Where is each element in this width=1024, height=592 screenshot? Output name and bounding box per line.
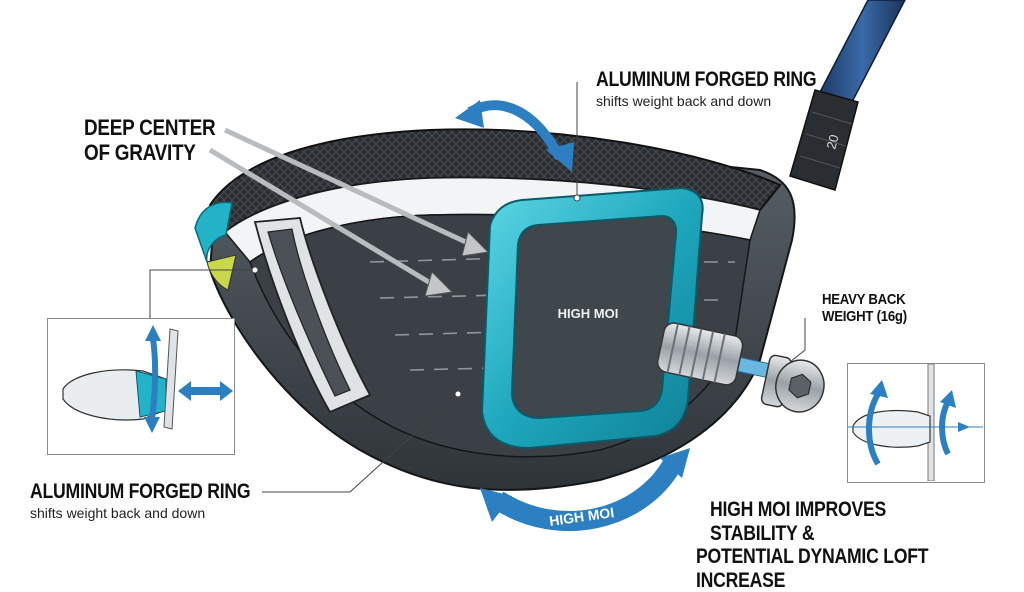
aluminum-forged-ring: HIGH MOI bbox=[480, 186, 704, 450]
deep-cg-line2: OF GRAVITY bbox=[84, 139, 196, 165]
hosel-marking: 20 bbox=[823, 133, 841, 151]
deep-cg-line1: DEEP CENTER bbox=[84, 115, 216, 140]
left-inset-panel bbox=[47, 318, 235, 455]
ring-bottom-sub: shifts weight back and down bbox=[30, 504, 206, 521]
stability-callout: HIGH MOI IMPROVES STABILITY & POTENTIAL … bbox=[696, 498, 1024, 592]
deep-cg-title: DEEP CENTER OF GRAVITY bbox=[84, 115, 216, 165]
ring-top-sub: shifts weight back and down bbox=[596, 92, 772, 109]
hosel: 20 bbox=[789, 89, 859, 191]
ring-top-title: ALUMINUM FORGED RING bbox=[596, 68, 817, 91]
ring-bottom-callout: ALUMINUM FORGED RING shifts weight back … bbox=[30, 480, 292, 521]
driver-diagram: 20 HIGH MOI bbox=[149, 0, 906, 531]
right-inset-illustration bbox=[848, 363, 983, 482]
stability-line1: HIGH MOI IMPROVES STABILITY & bbox=[710, 498, 887, 545]
right-inset-panel bbox=[847, 363, 985, 483]
weight-line2: WEIGHT (16g) bbox=[822, 307, 907, 325]
weight-callout: HEAVY BACK WEIGHT (16g) bbox=[822, 291, 918, 326]
stability-line2: POTENTIAL DYNAMIC LOFT INCREASE bbox=[696, 545, 929, 592]
cg-pointer-arrows bbox=[208, 127, 490, 297]
leader-lines bbox=[149, 82, 806, 493]
left-inset-illustration bbox=[62, 325, 233, 433]
high-moi-center-label: HIGH MOI bbox=[558, 306, 619, 321]
ring-top-callout: ALUMINUM FORGED RING shifts weight back … bbox=[596, 68, 858, 109]
weight-line1: HEAVY BACK bbox=[822, 291, 906, 308]
rotation-arrow-top bbox=[455, 100, 574, 172]
ring-bottom-title: ALUMINUM FORGED RING bbox=[30, 480, 251, 503]
heavy-back-weight bbox=[656, 322, 825, 413]
high-moi-arrow: HIGH MOI bbox=[480, 448, 690, 531]
